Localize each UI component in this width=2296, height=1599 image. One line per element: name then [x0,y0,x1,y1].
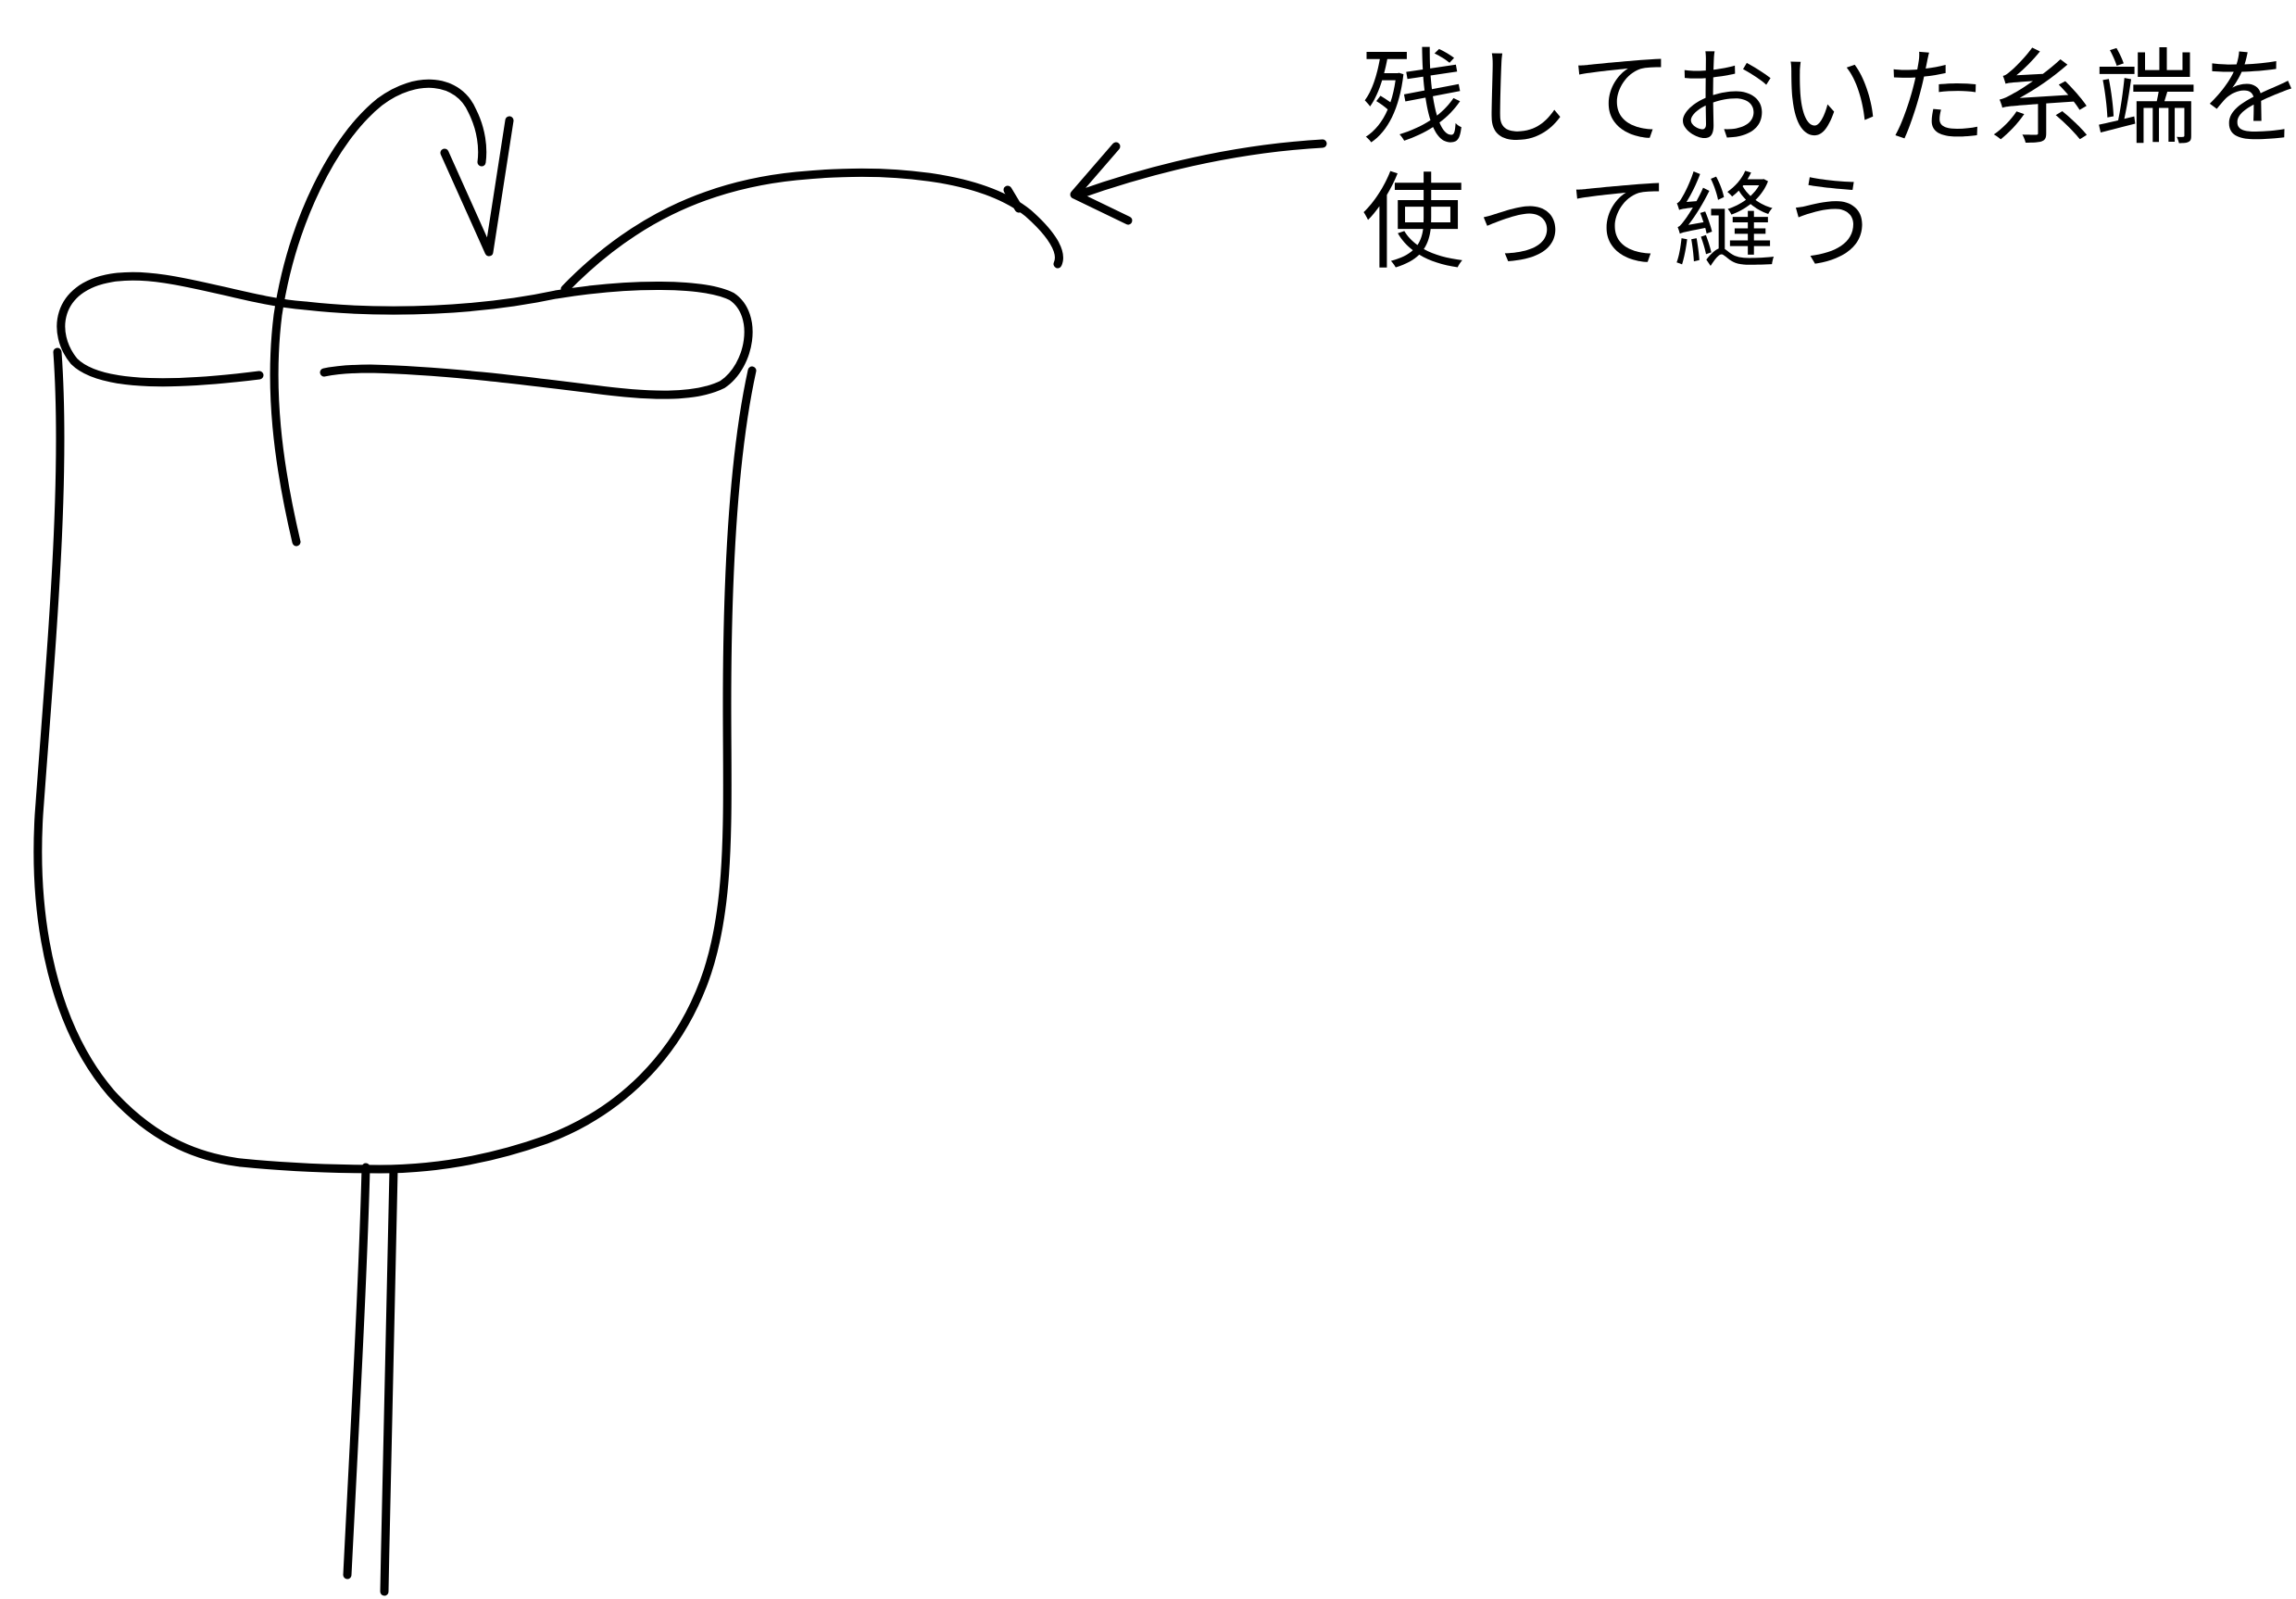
annotation-line-2: 使って縫う [1361,163,1885,283]
thread-loop [270,79,487,547]
thread-end [560,168,1063,294]
thread-arrowhead-icon [440,116,514,257]
cup-rim-outer [56,271,310,387]
cup-right-side [375,366,757,1174]
annotation-label: 残しておいた糸端を 使って縫う [1361,37,2296,285]
cup-left-side [33,347,245,1167]
cup-rim-back [301,282,753,399]
annotation-line-1: 残しておいた糸端を [1361,39,2296,159]
pointer-arrow-shaft [1074,139,1327,199]
thread-end-tick [1003,185,1023,213]
pointer-arrowhead-icon [1070,142,1133,225]
cup-bottom [236,1158,384,1174]
stem-right-line [380,1165,398,1596]
stem-left-line [343,1163,370,1580]
